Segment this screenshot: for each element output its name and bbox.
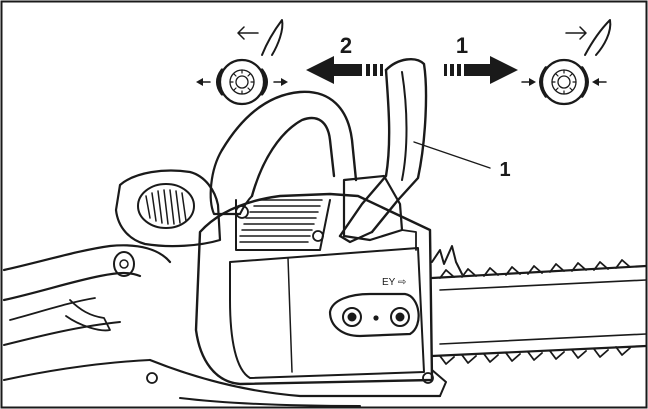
bar-nut-left xyxy=(342,307,362,327)
cylinder-fins xyxy=(239,199,323,243)
vent-slots xyxy=(145,189,187,225)
top-handle-outer xyxy=(220,90,358,182)
brake-drum-left xyxy=(218,58,266,106)
small-right-arrow-icon xyxy=(565,26,587,40)
lever-swoosh-left xyxy=(261,19,284,56)
callout-leader xyxy=(413,141,491,169)
guide-bar-top xyxy=(430,264,648,280)
lever-swoosh-right xyxy=(584,19,612,56)
arrow-engage: 2 xyxy=(306,33,383,84)
arrow-label-1: 1 xyxy=(456,33,468,58)
small-left-arrow-icon xyxy=(237,26,259,40)
inward-arrow-left-icon xyxy=(529,78,536,86)
bar-mount-plate xyxy=(328,292,420,338)
brake-released-icon xyxy=(521,19,612,106)
outward-arrow-left-icon xyxy=(196,78,203,86)
front-hand-guard xyxy=(370,58,428,234)
chainsaw-illustration: 1 EY ⇨ xyxy=(2,58,648,407)
bucking-spike xyxy=(431,245,463,275)
engine-body xyxy=(194,192,434,386)
part-callout-1: 1 xyxy=(499,159,510,181)
outward-arrow-right-icon xyxy=(281,78,288,86)
inward-arrow-right-icon xyxy=(592,78,599,86)
cover-mark: EY ⇨ xyxy=(382,277,406,288)
side-cover xyxy=(229,247,425,379)
top-handle-inner xyxy=(250,116,336,198)
rear-housing xyxy=(114,169,222,248)
chain-bottom xyxy=(439,346,631,365)
air-vent xyxy=(137,183,195,229)
big-left-arrow-icon xyxy=(306,56,362,84)
arrow-release: 1 xyxy=(444,33,518,84)
chain-top xyxy=(439,259,631,279)
big-right-arrow-icon xyxy=(464,56,518,84)
brake-engaged-icon xyxy=(196,19,288,106)
arrow-label-2: 2 xyxy=(340,33,352,58)
guide-bar-bottom xyxy=(430,344,648,358)
bar-nut-right xyxy=(390,307,410,327)
